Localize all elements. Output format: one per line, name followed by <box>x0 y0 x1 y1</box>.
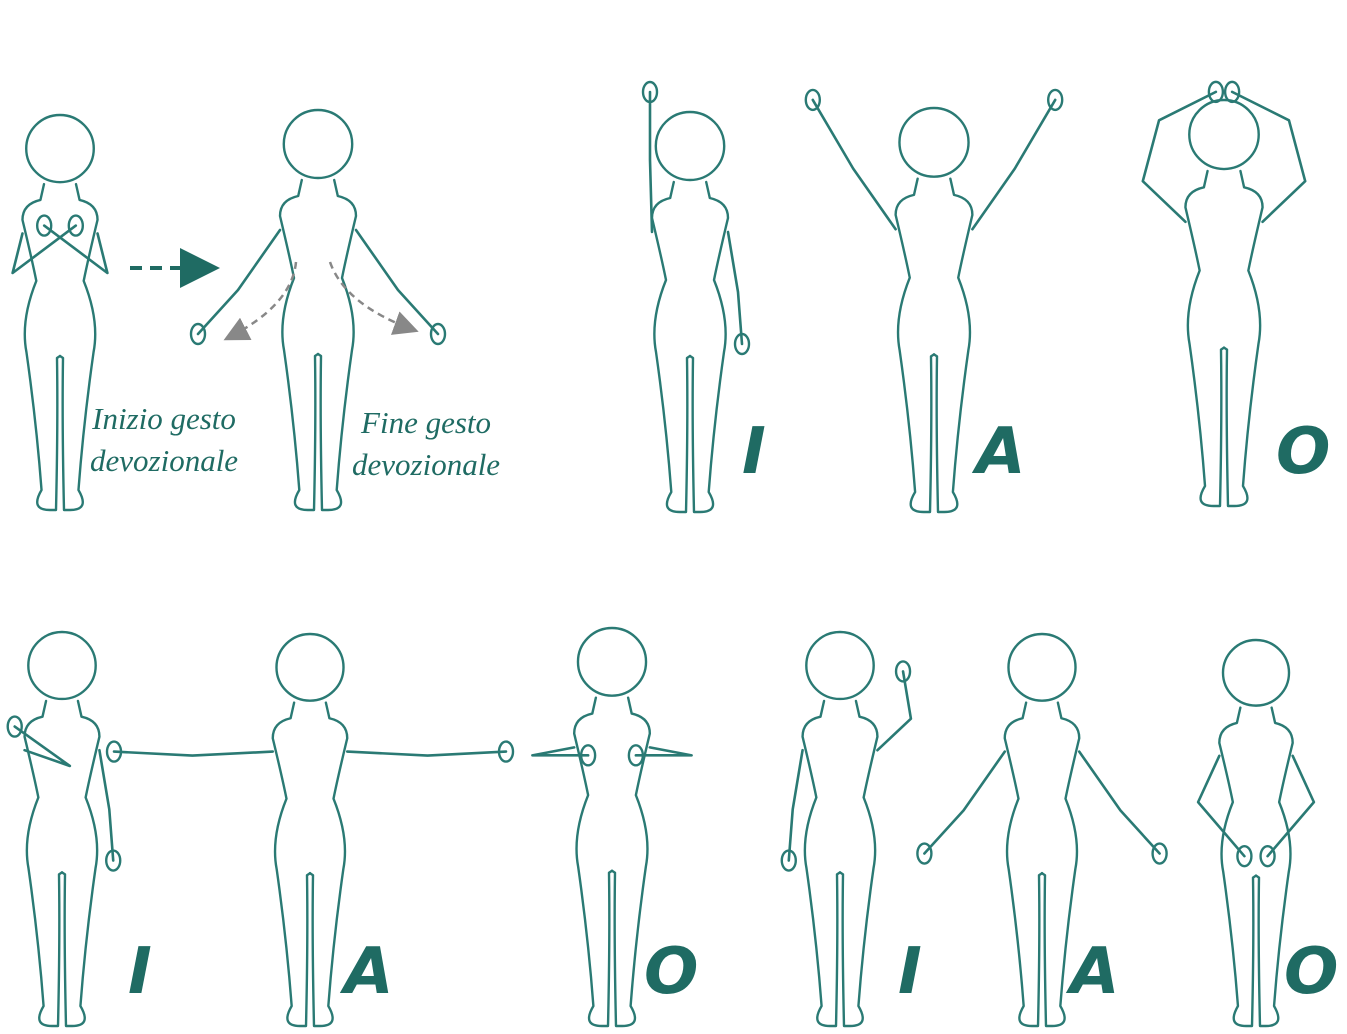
figure-top-i <box>643 82 749 512</box>
body-left <box>25 701 62 1026</box>
body-left <box>1005 703 1042 1026</box>
figure-br-a <box>917 634 1166 1026</box>
body-right <box>310 703 347 1026</box>
arm <box>924 752 1004 854</box>
letter-top-a: A <box>976 420 1026 484</box>
head <box>578 628 646 696</box>
arm <box>347 752 506 756</box>
letter-top-i: I <box>742 420 766 484</box>
arm <box>114 752 273 756</box>
body-right <box>62 701 99 1026</box>
arm <box>13 226 76 273</box>
arm <box>813 100 896 229</box>
arm <box>198 230 280 334</box>
caption-end-line2: devozionale <box>352 444 500 486</box>
body-left <box>652 182 690 512</box>
figure-br-i <box>782 632 911 1026</box>
head <box>28 632 95 699</box>
arm <box>728 232 742 344</box>
letter-bl-o: O <box>644 940 698 1004</box>
arm <box>99 750 113 860</box>
body-right <box>690 182 728 512</box>
head <box>656 112 724 180</box>
caption-start-line1: Inizio gesto <box>90 398 238 440</box>
letter-bl-a: A <box>344 940 394 1004</box>
figure-bl-i <box>8 632 121 1026</box>
body-right <box>1224 171 1263 506</box>
body-left <box>896 179 934 512</box>
figure-bl-a <box>107 634 513 1026</box>
letter-br-o: O <box>1284 940 1338 1004</box>
arm <box>789 750 803 860</box>
arm <box>1143 92 1216 222</box>
head <box>276 634 343 701</box>
body-right <box>840 701 877 1026</box>
arm <box>356 230 438 334</box>
arm <box>1079 752 1159 854</box>
head <box>806 632 873 699</box>
arm <box>972 100 1055 229</box>
caption-end-gesture: Fine gesto devozionale <box>352 402 500 486</box>
caption-end-line1: Fine gesto <box>352 402 500 444</box>
letter-bl-i: I <box>128 940 152 1004</box>
head <box>1008 634 1075 701</box>
head <box>1223 640 1289 706</box>
caption-start-line2: devozionale <box>90 440 238 482</box>
letter-br-i: I <box>898 940 922 1004</box>
head <box>284 110 352 178</box>
body-left <box>280 180 318 510</box>
arm <box>650 92 652 232</box>
body-left <box>803 701 840 1026</box>
letter-top-o: O <box>1276 420 1330 484</box>
arm <box>877 671 910 750</box>
arm <box>532 747 588 755</box>
letter-br-a: A <box>1070 940 1120 1004</box>
head <box>899 108 968 177</box>
body-left <box>1185 171 1224 506</box>
body-left <box>273 703 310 1026</box>
arm <box>636 747 692 755</box>
arm <box>1232 92 1305 222</box>
body-left <box>1219 708 1256 1026</box>
head <box>26 115 94 182</box>
body-right <box>934 179 972 512</box>
arm <box>44 226 107 273</box>
arm <box>15 727 70 766</box>
caption-start-gesture: Inizio gesto devozionale <box>90 398 238 482</box>
body-right <box>318 180 356 510</box>
head <box>1189 100 1258 169</box>
